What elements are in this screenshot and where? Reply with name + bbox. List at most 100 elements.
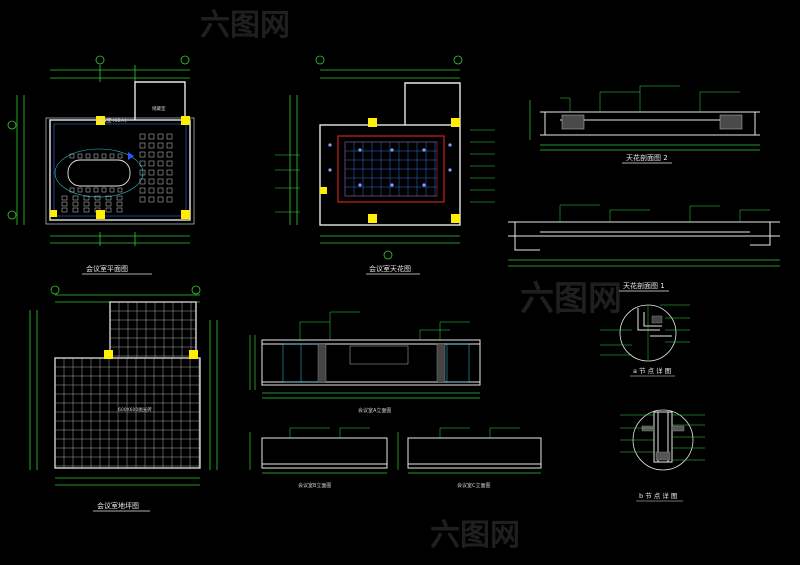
chair-symbol <box>72 201 79 207</box>
chair-symbol <box>166 196 173 203</box>
chair-symbol <box>117 153 123 159</box>
detail-a: a 节 点 详 图 <box>600 304 690 377</box>
chair-symbol <box>61 207 68 213</box>
section-1-title: 天花剖面图 1 <box>623 281 665 290</box>
chair-symbol <box>69 153 75 159</box>
ceiling-title: 会议室天花图 <box>369 264 411 273</box>
chair-symbol <box>116 201 123 207</box>
ceiling-section-2: 天花剖面图 2 <box>529 85 760 164</box>
annotation-leader <box>289 427 330 438</box>
elevation-c: 会议室C立面图 <box>397 427 542 489</box>
chair-symbol <box>139 151 146 158</box>
chair-symbol <box>157 133 164 140</box>
chair-symbol <box>148 142 155 149</box>
chair-symbol <box>93 187 99 193</box>
room-label: 会议室 (60人) <box>98 117 127 124</box>
chair-symbol <box>148 160 155 167</box>
elevation-c-title: 会议室C立面图 <box>457 482 491 489</box>
chair-symbol <box>72 195 79 201</box>
annotation-leader <box>560 97 571 112</box>
chair-symbol <box>83 207 90 213</box>
ceiling-light-symbol <box>448 168 452 172</box>
floor-title: 会议室地坪图 <box>97 501 139 510</box>
ceiling-light-symbol <box>328 168 332 172</box>
ceiling-light-symbol <box>448 143 452 147</box>
annotation-leader <box>299 321 330 340</box>
chair-symbol <box>117 187 123 193</box>
chair-symbol <box>72 207 79 213</box>
chair-symbol <box>148 133 155 140</box>
chair-symbol <box>101 153 107 159</box>
chair-symbol <box>157 178 164 185</box>
ceiling-light-symbol <box>358 183 362 187</box>
watermark-text: 六图网 <box>200 8 290 43</box>
annotation-leader <box>689 205 720 222</box>
annotation-leader <box>329 311 360 340</box>
chair-symbol <box>85 187 91 193</box>
detail-b: b 节 点 详 图 <box>620 409 705 502</box>
chair-symbol <box>166 160 173 167</box>
chair-symbol <box>148 196 155 203</box>
watermark-text: 六图网 <box>520 279 622 319</box>
chair-symbol <box>148 187 155 194</box>
chair-symbol <box>61 201 68 207</box>
annotation-leader <box>699 91 740 112</box>
ceiling-section-1: 天花剖面图 1 <box>508 204 780 292</box>
chair-symbol <box>105 201 112 207</box>
chair-symbol <box>139 142 146 149</box>
chair-symbol <box>139 169 146 176</box>
side-room-label: 储藏室 <box>152 105 166 112</box>
watermark: 六图网 六图网 六图网 <box>200 8 622 553</box>
annotation-leader <box>639 85 680 112</box>
chair-symbol <box>148 169 155 176</box>
chair-symbol <box>166 151 173 158</box>
annotation-leader <box>739 209 770 222</box>
annotation-leader <box>439 321 470 340</box>
chair-symbol <box>157 142 164 149</box>
annotation-leader <box>489 427 520 438</box>
chair-symbol <box>116 207 123 213</box>
ceiling-light-symbol <box>390 183 394 187</box>
chair-symbol <box>105 207 112 213</box>
chair-symbol <box>77 187 83 193</box>
chair-symbol <box>166 142 173 149</box>
floor-material-label: 600X600抛光砖 <box>118 406 152 413</box>
detail-b-title: b 节 点 详 图 <box>639 491 677 500</box>
ceiling-light-symbol <box>328 143 332 147</box>
chair-symbol <box>139 187 146 194</box>
annotation-leader <box>419 329 450 340</box>
chair-symbol <box>109 187 115 193</box>
chair-symbol <box>69 187 75 193</box>
chair-symbol <box>77 153 83 159</box>
annotation-leader <box>609 209 650 222</box>
watermark-text: 六图网 <box>430 518 520 553</box>
ceiling-light-symbol <box>358 148 362 152</box>
chair-symbol <box>61 195 68 201</box>
chair-symbol <box>116 195 123 201</box>
chair-symbol <box>109 153 115 159</box>
elevation-a: 会议室A立面图 <box>249 311 481 414</box>
chair-symbol <box>83 201 90 207</box>
chair-symbol <box>166 133 173 140</box>
chair-symbol <box>83 195 90 201</box>
chair-symbol <box>166 187 173 194</box>
chair-symbol <box>157 196 164 203</box>
chair-symbol <box>94 201 101 207</box>
chair-symbol <box>85 153 91 159</box>
conference-room-plan: 会议室 (60人) 储藏室 会议室平面图 <box>7 55 195 275</box>
section-2-title: 天花剖面图 2 <box>626 153 668 162</box>
ceiling-light-symbol <box>422 183 426 187</box>
chair-symbol <box>148 178 155 185</box>
chair-symbol <box>139 160 146 167</box>
chair-symbol <box>157 187 164 194</box>
plan-title: 会议室平面图 <box>86 264 128 273</box>
detail-a-title: a 节 点 详 图 <box>633 366 671 375</box>
chair-symbol <box>94 195 101 201</box>
chair-symbol <box>93 153 99 159</box>
chair-symbol <box>139 178 146 185</box>
elevation-a-title: 会议室A立面图 <box>358 407 391 414</box>
chair-symbol <box>148 151 155 158</box>
conference-room-ceiling-plan: 会议室天花图 <box>275 55 495 275</box>
